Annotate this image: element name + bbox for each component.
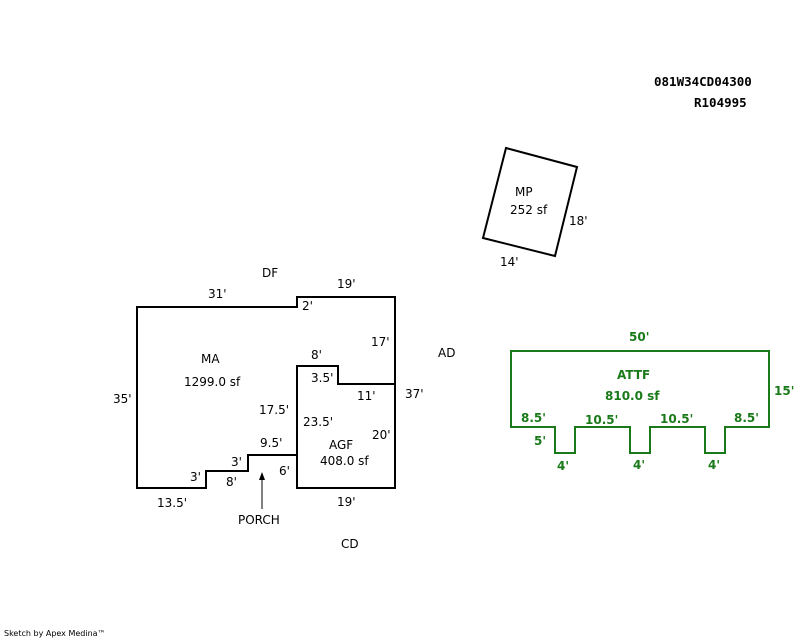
label-df: DF	[262, 266, 278, 280]
agf-outline	[296, 365, 396, 489]
ma-dim-step-up: 2'	[302, 299, 313, 313]
ma-dim-notch-top: 8'	[311, 348, 322, 362]
ma-outline	[136, 296, 396, 489]
sketch-credit: Sketch by Apex Medina™	[4, 629, 106, 638]
ma-dim-right-upper: 17'	[371, 335, 390, 349]
agf-area-label: 408.0 sf	[320, 454, 369, 468]
agf-code-label: AGF	[329, 438, 353, 452]
ma-dim-left: 35'	[113, 392, 132, 406]
attf-code-label: ATTF	[617, 368, 650, 382]
agf-dim-bottom: 19'	[337, 495, 356, 509]
attf-dim-seg3: 10.5'	[660, 412, 693, 426]
attf-dim-top: 50'	[629, 330, 649, 344]
agf-dim-right: 20'	[372, 428, 391, 442]
mp-code-label: MP	[515, 185, 533, 199]
ma-dim-top-right: 19'	[337, 277, 356, 291]
agf-dim-height: 23.5'	[303, 415, 333, 429]
parcel-id: 081W34CD04300	[654, 74, 752, 89]
attf-outline	[510, 350, 770, 454]
ma-dim-bottom-left: 13.5'	[157, 496, 187, 510]
mp-outline	[481, 146, 579, 258]
label-cd: CD	[341, 537, 359, 551]
ma-dim-top-left: 31'	[208, 287, 227, 301]
ma-dim-step-a-vert: 3'	[190, 470, 201, 484]
ma-dim-step-a-horiz: 8'	[226, 475, 237, 489]
ma-dim-step-b-vert: 3'	[231, 455, 242, 469]
account-number: R104995	[694, 95, 747, 110]
attf-dim-notch1: 4'	[557, 459, 569, 473]
ma-dim-notch-drop: 3.5'	[311, 371, 333, 385]
ma-dim-step-c-vert: 6'	[279, 464, 290, 478]
attf-dim-notch-depth: 5'	[534, 434, 546, 448]
ma-dim-inner-left: 17.5'	[259, 403, 289, 417]
ma-area-label: 1299.0 sf	[184, 375, 241, 389]
attf-area-label: 810.0 sf	[605, 389, 660, 403]
label-ad: AD	[438, 346, 455, 360]
ma-code-label: MA	[201, 352, 220, 366]
ma-dim-step-b-horiz: 9.5'	[260, 436, 282, 450]
attf-dim-notch3: 4'	[708, 458, 720, 472]
ma-dim-notch-right: 11'	[357, 389, 376, 403]
attf-dim-right: 15'	[774, 384, 794, 398]
mp-area-label: 252 sf	[510, 203, 548, 217]
mp-dim-bottom: 14'	[500, 255, 519, 269]
ma-dim-overall-right: 37'	[405, 387, 424, 401]
mp-dim-side: 18'	[569, 214, 588, 228]
porch-label: PORCH	[238, 513, 280, 527]
attf-dim-notch2: 4'	[633, 458, 645, 472]
attf-dim-seg1: 8.5'	[521, 411, 546, 425]
attf-dim-seg4: 8.5'	[734, 411, 759, 425]
attf-dim-seg2: 10.5'	[585, 413, 618, 427]
porch-arrowhead	[259, 472, 265, 480]
